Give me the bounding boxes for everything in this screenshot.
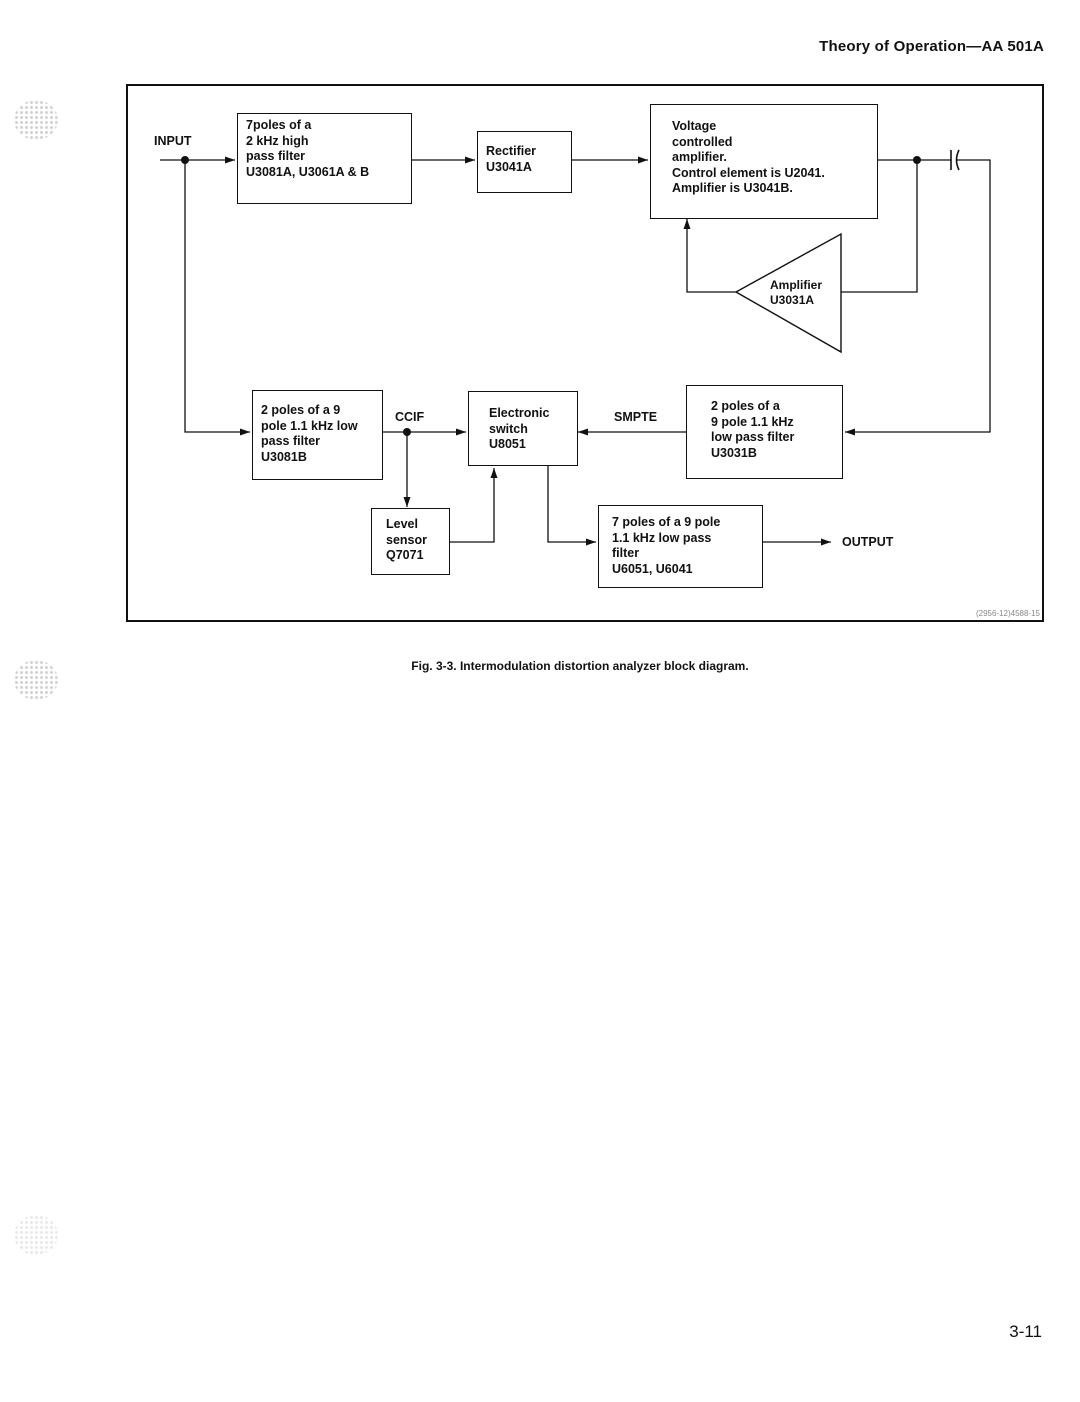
catalog-number: (2956-12)4588-15 <box>975 609 1040 618</box>
block-diagram: INPUT OUTPUT CCIF SMPTE 7poles of a 2 kH… <box>126 84 1044 622</box>
wire-capacitor-to-smpte-filter <box>845 159 991 436</box>
voltage-controlled-amplifier-block: Voltage controlled amplifier. Control el… <box>650 104 878 219</box>
electronic-switch-block: Electronic switch U8051 <box>468 391 578 466</box>
wire-level-sensor-to-switch <box>450 468 498 543</box>
page-number: 3-11 <box>1009 1322 1042 1341</box>
page-speckle-bottom <box>14 1215 58 1255</box>
wire-vca-to-amplifier <box>841 160 918 293</box>
wire-switch-to-output-filter <box>547 466 596 546</box>
diagram-frame <box>126 84 1044 622</box>
output-label: OUTPUT <box>842 535 894 549</box>
rectifier-block: Rectifier U3041A <box>477 131 572 193</box>
page-speckle-top <box>14 100 58 140</box>
junction-input <box>181 156 189 164</box>
wire-input-to-ccif-filter <box>184 160 250 436</box>
smpte-low-pass-filter-block: 2 poles of a 9 pole 1.1 kHz low pass fil… <box>686 385 843 479</box>
high-pass-filter-block: 7poles of a 2 kHz high pass filter U3081… <box>237 113 412 204</box>
diagram-wiring <box>126 84 1044 622</box>
ccif-label: CCIF <box>395 410 425 424</box>
junction-ccif <box>403 428 411 436</box>
amplifier-triangle <box>734 232 842 354</box>
output-low-pass-filter-block: 7 poles of a 9 pole 1.1 kHz low pass fil… <box>598 505 763 588</box>
input-label: INPUT <box>154 134 192 148</box>
page-header: Theory of Operation—AA 501A <box>819 38 1044 55</box>
amplifier-label: Amplifier U3031A <box>770 278 823 307</box>
junction-vca-output <box>913 156 921 164</box>
ccif-low-pass-filter-block: 2 poles of a 9 pole 1.1 kHz low pass fil… <box>252 390 383 480</box>
figure-caption: Fig. 3-3. Intermodulation distortion ana… <box>411 659 749 673</box>
capacitor-plate-right <box>955 149 960 171</box>
level-sensor-block: Level sensor Q7071 <box>371 508 450 575</box>
wire-amplifier-to-vca <box>683 219 736 293</box>
page-speckle-middle <box>14 660 58 700</box>
smpte-label: SMPTE <box>614 410 658 424</box>
